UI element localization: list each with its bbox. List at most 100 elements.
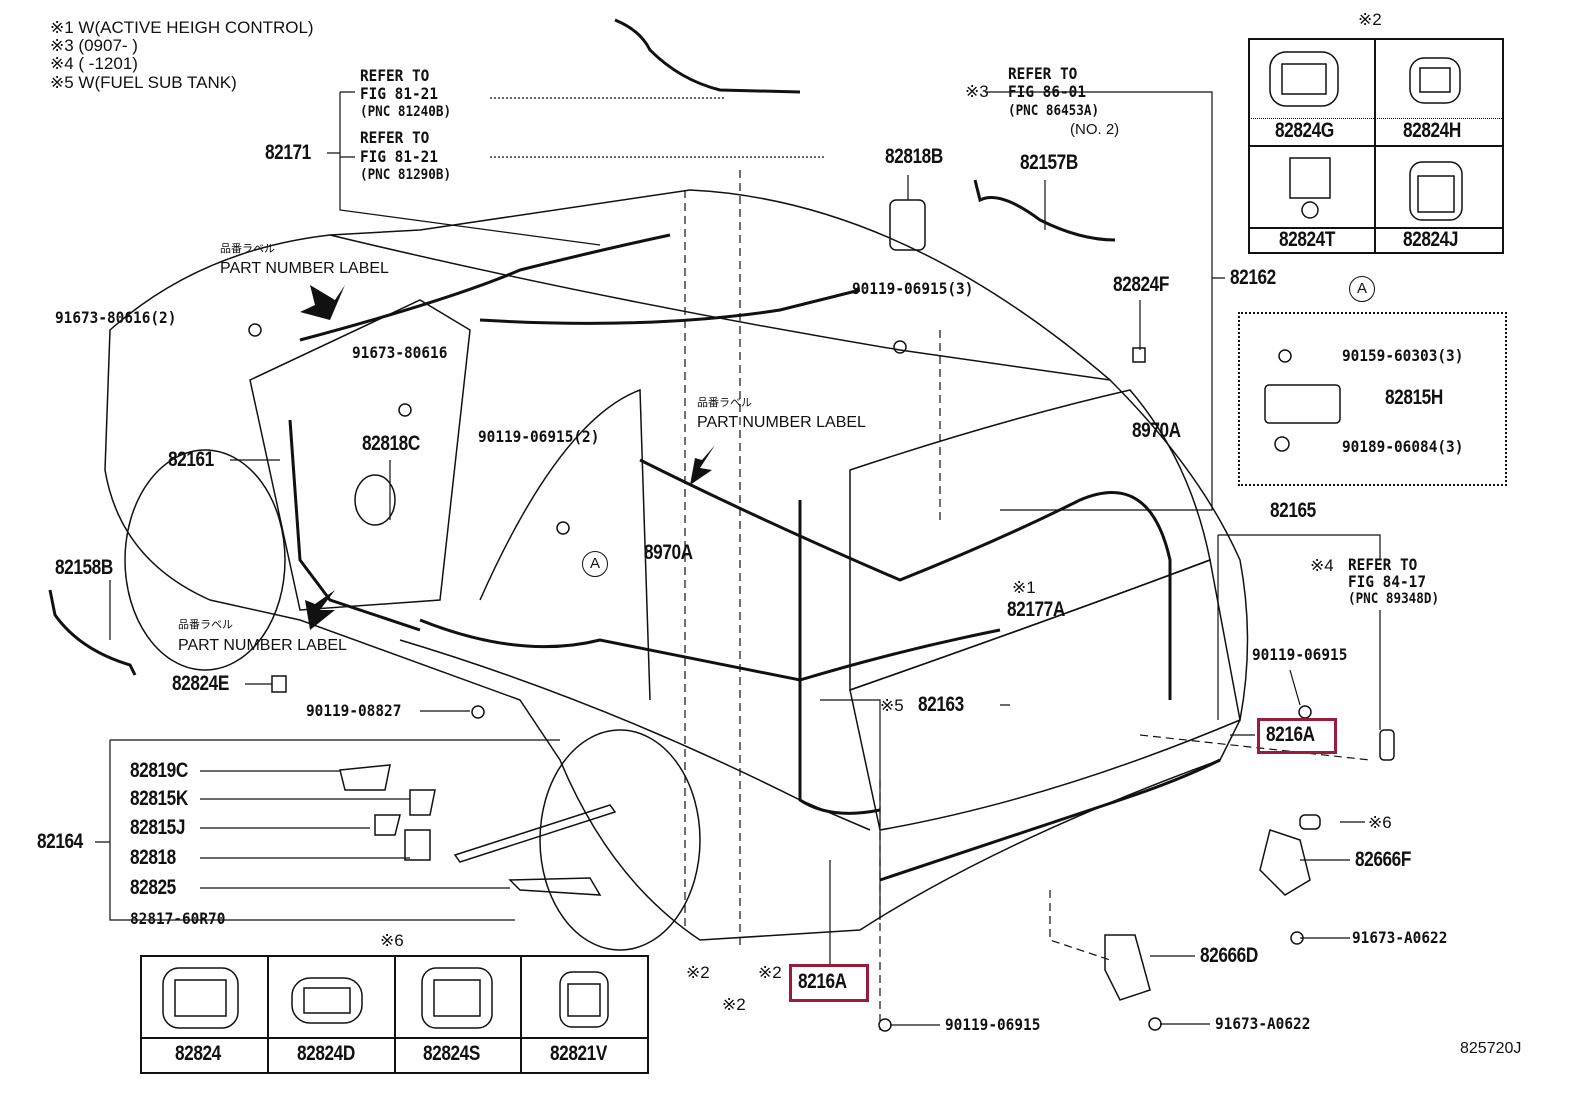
callout-8970A-center[interactable]: 8970A — [644, 541, 693, 564]
part-number-label-jp-1: 品番ラベル — [220, 243, 275, 255]
harness-cross — [479, 288, 861, 325]
part-number-label-1: PART NUMBER LABEL — [220, 260, 389, 277]
harness-center — [639, 458, 1172, 700]
connector-82824[interactable]: 82824 — [175, 1042, 221, 1065]
note-3: ※3 (0907- ) — [50, 36, 138, 55]
callout-82815K[interactable]: 82815K — [130, 787, 188, 810]
callout-82818[interactable]: 82818 — [130, 846, 176, 869]
harness-top — [614, 18, 801, 94]
callout-82819C[interactable]: 82819C — [130, 759, 188, 782]
note-5: ※5 W(FUEL SUB TANK) — [50, 73, 237, 92]
callout-90119-06915-right[interactable]: 90119-06915 — [1252, 645, 1348, 664]
refer-4-line3: (PNC 89348D) — [1348, 591, 1440, 607]
mark-2-c: ※2 — [722, 995, 746, 1014]
highlight-8216A-bottom — [789, 964, 869, 1002]
connector-82824G[interactable]: 82824G — [1275, 119, 1334, 142]
figure-code: 825720J — [1460, 1040, 1522, 1057]
roof-line — [329, 234, 1111, 381]
callout-82158B[interactable]: 82158B — [55, 556, 113, 579]
callout-82171[interactable]: 82171 — [265, 141, 311, 164]
mark-2-top: ※2 — [1358, 10, 1382, 29]
callout-90119-08827[interactable]: 90119-08827 — [306, 701, 402, 720]
leader-lines — [95, 91, 1381, 1030]
callout-82163[interactable]: 82163 — [918, 693, 964, 716]
callout-82164[interactable]: 82164 — [37, 830, 83, 853]
callout-82161[interactable]: 82161 — [168, 448, 214, 471]
small-parts — [248, 199, 1395, 1032]
inner-pillar — [479, 388, 651, 701]
connector-82824J[interactable]: 82824J — [1403, 228, 1459, 251]
front-wheel — [124, 449, 286, 671]
rear-door-outline — [849, 558, 1241, 831]
harness-82158B — [48, 589, 137, 676]
harness-rear — [879, 758, 1221, 882]
refer-4-line1: REFER TO — [1348, 555, 1418, 574]
callout-82818C[interactable]: 82818C — [362, 432, 420, 455]
part-number-label-2: PART NUMBER LABEL — [697, 414, 866, 431]
refer-1-line3: (PNC 81240B) — [360, 104, 452, 120]
mark-4: ※4 — [1310, 556, 1334, 575]
harness-pillar — [798, 500, 881, 815]
callout-90119-06915-2[interactable]: 90119-06915(2) — [478, 427, 600, 446]
detail-a-marker: A — [1349, 276, 1375, 302]
callout-82818B[interactable]: 82818B — [885, 145, 943, 168]
mark-6-right: ※6 — [1368, 813, 1392, 832]
callout-82815J[interactable]: 82815J — [130, 816, 186, 839]
harness-floor — [419, 618, 1001, 682]
mark-2-a: ※2 — [686, 963, 710, 982]
callout-82157B[interactable]: 82157B — [1020, 151, 1078, 174]
callout-91673-A0622-a[interactable]: 91673-A0622 — [1352, 928, 1448, 947]
refer-4-line2: FIG 84-17 — [1348, 572, 1427, 591]
harness-roof — [299, 233, 671, 342]
callout-8970A-right[interactable]: 8970A — [1132, 419, 1181, 442]
part-number-label-jp-2: 品番ラベル — [697, 397, 752, 409]
detail-a-82815H[interactable]: 82815H — [1385, 386, 1443, 409]
mark-6-bottom: ※6 — [380, 931, 404, 950]
callout-91673-A0622-b[interactable]: 91673-A0622 — [1215, 1014, 1311, 1033]
refer-3-line3: (PNC 86453A) — [1008, 103, 1100, 119]
part-number-label-jp-3: 品番ラベル — [178, 619, 233, 631]
callout-90119-06915-3[interactable]: 90119-06915(3) — [852, 279, 974, 298]
detail-a-90159-60303[interactable]: 90159-60303(3) — [1342, 346, 1464, 365]
mark-1: ※1 — [1012, 578, 1036, 597]
refer-2-line3: (PNC 81290B) — [360, 167, 452, 183]
callout-82817-60R70[interactable]: 82817-60R70 — [130, 909, 226, 928]
callout-82666D[interactable]: 82666D — [1200, 944, 1258, 967]
connector-82824T[interactable]: 82824T — [1279, 228, 1335, 251]
callout-82824F[interactable]: 82824F — [1113, 273, 1169, 296]
callout-8216A-bottom[interactable]: 8216A — [798, 970, 847, 993]
callout-8216A-right[interactable]: 8216A — [1266, 723, 1315, 746]
refer-3-line4: (NO. 2) — [1070, 121, 1120, 138]
mark-5: ※5 — [880, 696, 904, 715]
callout-82824E[interactable]: 82824E — [172, 672, 229, 695]
rear-wheel — [539, 729, 701, 951]
note-1: ※1 W(ACTIVE HEIGH CONTROL) — [50, 18, 314, 37]
callout-82165[interactable]: 82165 — [1270, 499, 1316, 522]
vehicle-body-outline — [104, 189, 1249, 941]
detail-a-marker-body: A — [582, 551, 608, 577]
harness-82157B — [973, 179, 1116, 242]
callout-82666F[interactable]: 82666F — [1355, 848, 1411, 871]
floor-line — [399, 639, 871, 831]
callout-82177A[interactable]: 82177A — [1007, 598, 1065, 621]
connector-82821V[interactable]: 82821V — [550, 1042, 607, 1065]
connector-82824S[interactable]: 82824S — [423, 1042, 480, 1065]
callout-91673-80616-2[interactable]: 91673-80616(2) — [55, 308, 177, 327]
part-number-label-3: PART NUMBER LABEL — [178, 637, 347, 654]
connector-82824D[interactable]: 82824D — [297, 1042, 355, 1065]
refer-1-line2: FIG 81-21 — [360, 84, 439, 103]
connector-82824H[interactable]: 82824H — [1403, 119, 1461, 142]
refer-2-line2: FIG 81-21 — [360, 147, 439, 166]
note-4: ※4 ( -1201) — [50, 54, 138, 73]
detail-a-box — [1238, 312, 1507, 486]
callout-91673-80616[interactable]: 91673-80616 — [352, 343, 448, 362]
label-arrows — [300, 285, 715, 630]
detail-a-90189-06084[interactable]: 90189-06084(3) — [1342, 437, 1464, 456]
callout-90119-06915-bottom[interactable]: 90119-06915 — [945, 1015, 1041, 1034]
callout-82162[interactable]: 82162 — [1230, 266, 1276, 289]
refer-3-line1: REFER TO — [1008, 64, 1078, 83]
refer-2-line1: REFER TO — [360, 128, 430, 147]
callout-82825[interactable]: 82825 — [130, 876, 176, 899]
